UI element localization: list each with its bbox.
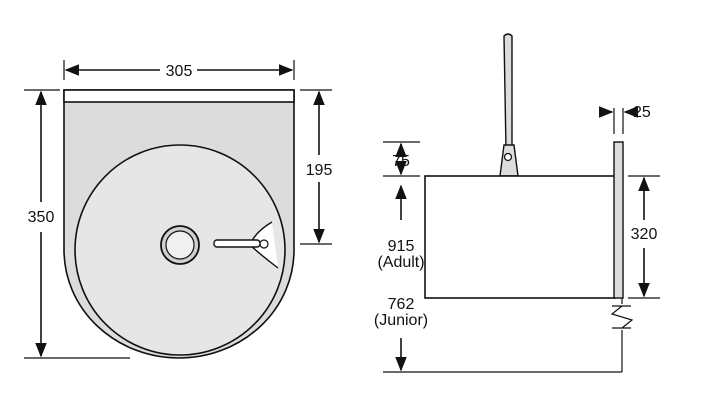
height-label: 320 <box>631 226 658 243</box>
basin-rim <box>63 89 295 103</box>
faucet-pivot <box>503 152 513 162</box>
spout-nozzle <box>259 239 269 249</box>
splashback-label: 25 <box>633 104 651 121</box>
drain-inner <box>165 230 195 260</box>
adult-height-value: 915 <box>388 238 415 255</box>
plan-view: 305 350 195 <box>24 60 333 359</box>
break-symbol <box>610 305 634 329</box>
depth-label: 350 <box>28 209 55 226</box>
width-label: 305 <box>166 63 193 80</box>
adult-height-note: (Adult) <box>377 254 424 271</box>
faucet-riser <box>503 33 513 151</box>
basin-side-body <box>424 175 616 299</box>
rim-label: 75 <box>392 153 410 170</box>
bowl-depth-label: 195 <box>306 162 333 179</box>
side-view: 25 75 320 915 (Adult) 762 (Junior) <box>374 33 660 373</box>
junior-height-value: 762 <box>388 296 415 313</box>
splashback <box>613 141 624 299</box>
spout <box>213 239 261 248</box>
junior-height-note: (Junior) <box>374 312 428 329</box>
